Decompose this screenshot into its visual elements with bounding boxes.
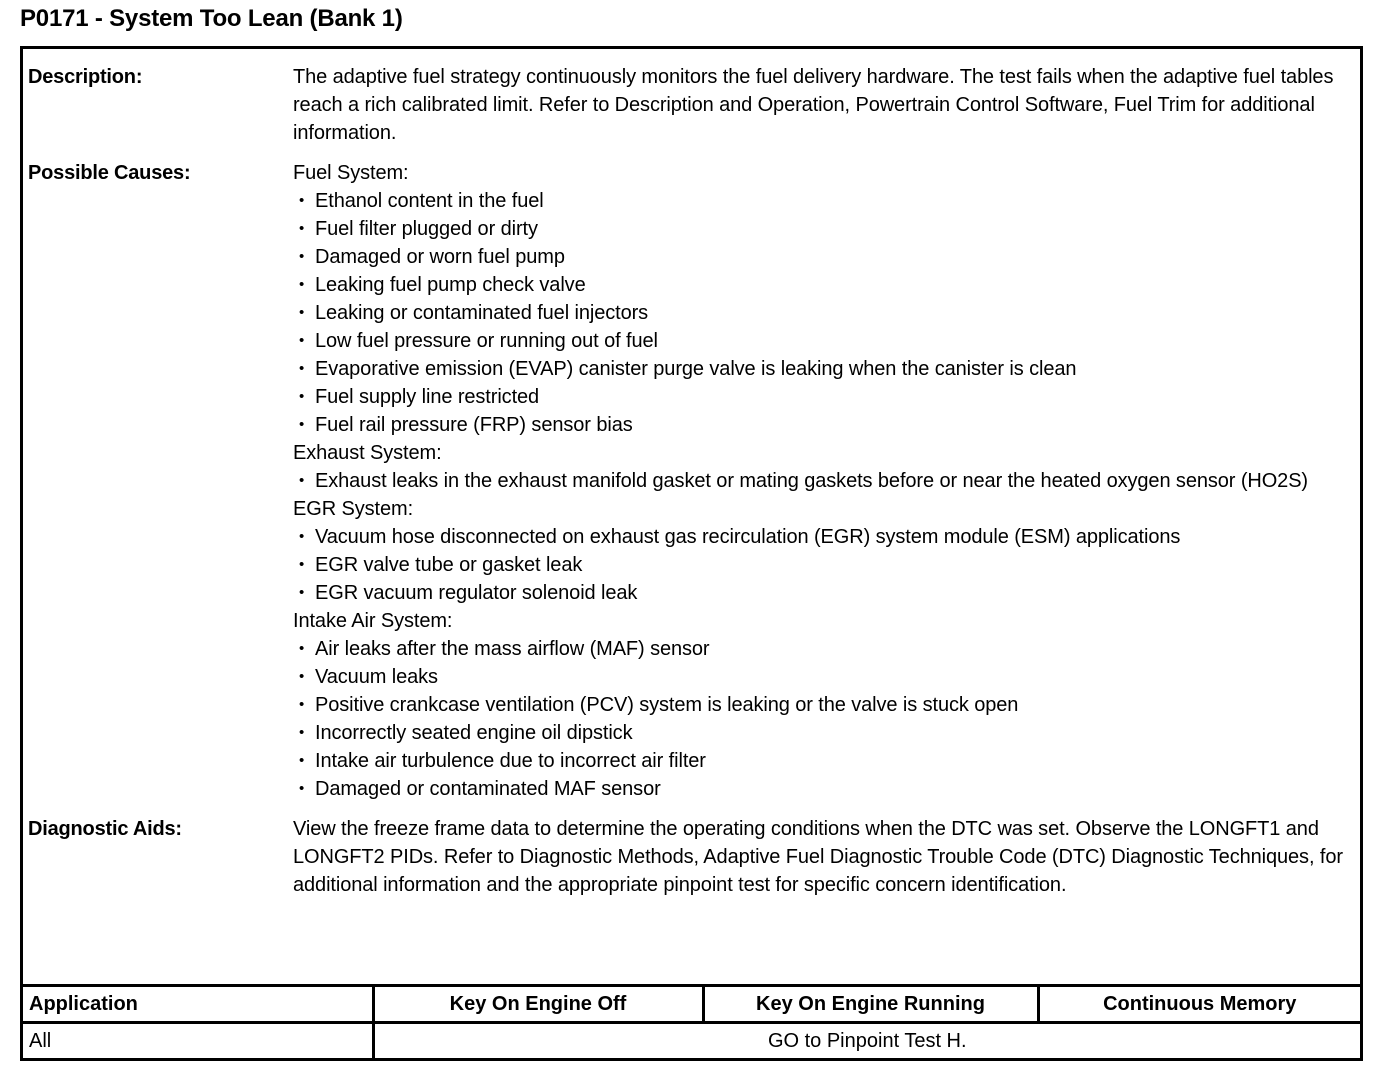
list-item: Evaporative emission (EVAP) canister pur… bbox=[293, 355, 1350, 383]
description-text: The adaptive fuel strategy continuously … bbox=[293, 66, 1334, 144]
table-row: All GO to Pinpoint Test H. bbox=[23, 1022, 1360, 1058]
diagnostic-aids-text: View the freeze frame data to determine … bbox=[293, 818, 1343, 896]
cause-list-fuel-system: Ethanol content in the fuel Fuel filter … bbox=[293, 187, 1350, 439]
list-item: Damaged or worn fuel pump bbox=[293, 243, 1350, 271]
list-item: Ethanol content in the fuel bbox=[293, 187, 1350, 215]
list-item: Exhaust leaks in the exhaust manifold ga… bbox=[293, 467, 1350, 495]
list-item: Incorrectly seated engine oil dipstick bbox=[293, 719, 1350, 747]
cause-group-heading: Intake Air System: bbox=[293, 610, 453, 632]
row-possible-causes: Possible Causes: Fuel System: Ethanol co… bbox=[23, 147, 1360, 803]
list-item: Leaking or contaminated fuel injectors bbox=[293, 299, 1350, 327]
list-item: Damaged or contaminated MAF sensor bbox=[293, 775, 1350, 803]
description-content: The adaptive fuel strategy continuously … bbox=[293, 63, 1360, 147]
cause-list-exhaust-system: Exhaust leaks in the exhaust manifold ga… bbox=[293, 467, 1350, 495]
dtc-info-table: Description: The adaptive fuel strategy … bbox=[20, 46, 1363, 1061]
info-rows: Description: The adaptive fuel strategy … bbox=[23, 49, 1360, 905]
cause-group-heading: Exhaust System: bbox=[293, 442, 442, 464]
list-item: Fuel filter plugged or dirty bbox=[293, 215, 1350, 243]
application-test-table: Application Key On Engine Off Key On Eng… bbox=[23, 984, 1360, 1058]
cause-list-intake-air-system: Air leaks after the mass airflow (MAF) s… bbox=[293, 635, 1350, 803]
list-item: EGR vacuum regulator solenoid leak bbox=[293, 579, 1350, 607]
table-header-row: Application Key On Engine Off Key On Eng… bbox=[23, 987, 1360, 1024]
page-title: P0171 - System Too Lean (Bank 1) bbox=[20, 5, 403, 32]
cell-application: All bbox=[23, 1022, 375, 1058]
cause-list-egr-system: Vacuum hose disconnected on exhaust gas … bbox=[293, 523, 1350, 607]
list-item: Low fuel pressure or running out of fuel bbox=[293, 327, 1350, 355]
row-description: Description: The adaptive fuel strategy … bbox=[23, 49, 1360, 147]
list-item: Leaking fuel pump check valve bbox=[293, 271, 1350, 299]
possible-causes-label: Possible Causes: bbox=[28, 162, 191, 184]
list-item: Vacuum hose disconnected on exhaust gas … bbox=[293, 523, 1350, 551]
list-item: Vacuum leaks bbox=[293, 663, 1350, 691]
list-item: Air leaks after the mass airflow (MAF) s… bbox=[293, 635, 1350, 663]
list-item: Positive crankcase ventilation (PCV) sys… bbox=[293, 691, 1350, 719]
list-item: EGR valve tube or gasket leak bbox=[293, 551, 1350, 579]
row-diagnostic-aids: Diagnostic Aids: View the freeze frame d… bbox=[23, 803, 1360, 905]
column-header-application: Application bbox=[23, 987, 375, 1024]
cause-group-heading: Fuel System: bbox=[293, 162, 409, 184]
diagnostic-aids-label: Diagnostic Aids: bbox=[28, 818, 182, 840]
possible-causes-content: Fuel System: Ethanol content in the fuel… bbox=[293, 159, 1360, 803]
description-label: Description: bbox=[28, 66, 143, 88]
diagnostic-aids-content: View the freeze frame data to determine … bbox=[293, 815, 1360, 899]
column-header-key-on-engine-running: Key On Engine Running bbox=[703, 987, 1040, 1024]
cause-group-heading: EGR System: bbox=[293, 498, 414, 520]
cell-test-action: GO to Pinpoint Test H. bbox=[767, 1030, 967, 1052]
list-item: Fuel rail pressure (FRP) sensor bias bbox=[293, 411, 1350, 439]
column-header-key-on-engine-off: Key On Engine Off bbox=[373, 987, 705, 1024]
list-item: Intake air turbulence due to incorrect a… bbox=[293, 747, 1350, 775]
column-header-continuous-memory: Continuous Memory bbox=[1038, 987, 1360, 1024]
list-item: Fuel supply line restricted bbox=[293, 383, 1350, 411]
